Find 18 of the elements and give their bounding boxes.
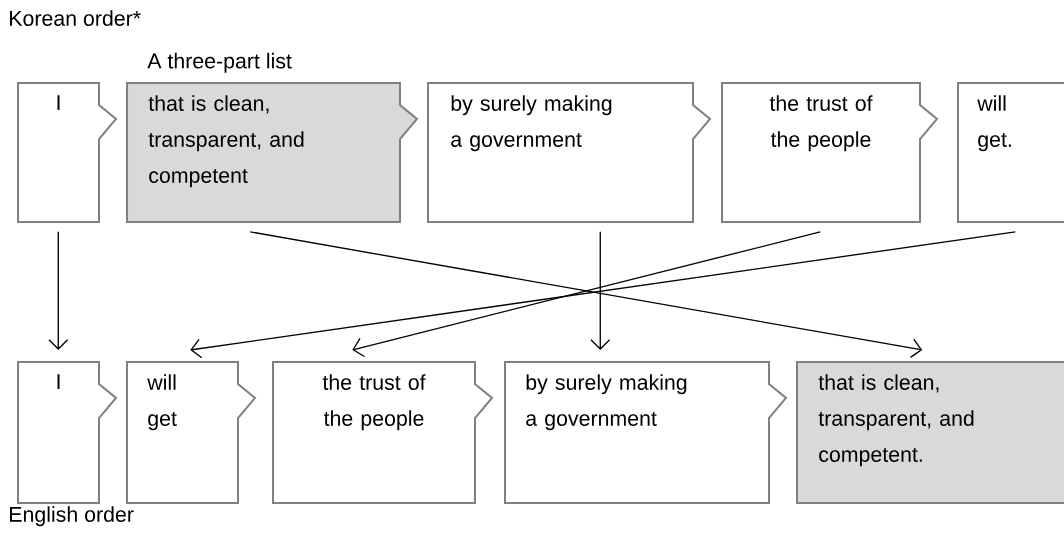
arrow <box>249 231 923 359</box>
caption-text: A three-part list <box>147 52 292 73</box>
arrow <box>352 231 821 358</box>
caption-text: Korean order* <box>10 10 141 26</box>
arrow <box>190 231 1016 359</box>
arrow <box>590 231 611 350</box>
text-box: by surely making a government <box>504 361 788 504</box>
text-box: by surely making a government <box>427 82 712 223</box>
text-box: I <box>17 82 118 223</box>
text-box: the trust of the people <box>272 361 494 504</box>
arrow <box>48 231 69 350</box>
text-box: that is clean, transparent, and competent <box>126 82 419 223</box>
text-box: will get. <box>957 82 1064 223</box>
text-box: will get <box>126 361 257 504</box>
text-box: the trust of the people <box>721 82 939 223</box>
text-box: that is clean, transparent, and competent. <box>796 361 1064 504</box>
text-box: I <box>17 361 118 504</box>
caption-text: English order <box>10 506 134 527</box>
